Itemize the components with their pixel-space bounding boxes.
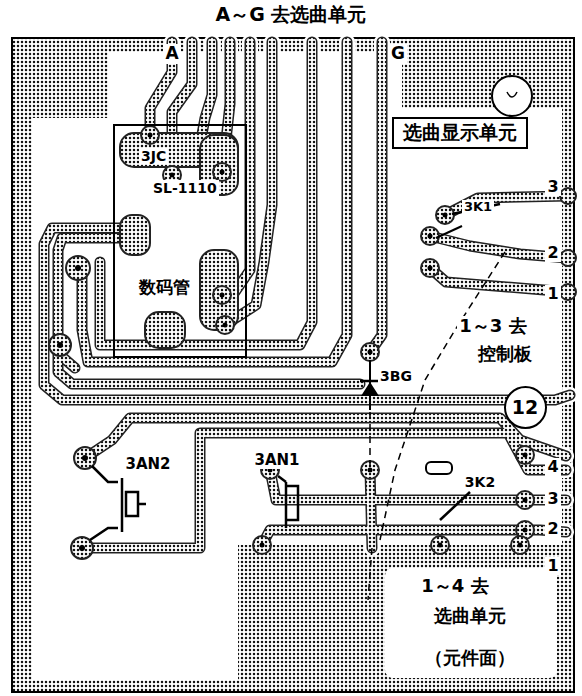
note: 选曲单元: [432, 606, 508, 627]
pin-number: 2: [545, 244, 560, 262]
pin-number: 4: [545, 458, 560, 476]
part-label: 3K2: [463, 474, 497, 490]
pin-label: G: [389, 44, 407, 64]
switch-3k2-body: [426, 462, 452, 474]
mounting-hole: [492, 76, 532, 116]
title: A～G 去选曲单元: [214, 4, 369, 26]
trace-gap: [44, 42, 570, 548]
display-pads: [120, 133, 238, 348]
diode-3bg: [360, 360, 380, 410]
pin-number: 1: [545, 285, 560, 303]
part-name: 数码管: [137, 278, 192, 298]
pin-number: 1: [545, 557, 560, 575]
copper-trace: [44, 42, 570, 548]
pin-number: 2: [545, 520, 560, 538]
part-label: 3K1: [462, 200, 494, 215]
part-label: 3JC: [139, 148, 168, 164]
note: 1～4 去: [419, 576, 490, 597]
note: 控制板: [476, 344, 534, 365]
board-ground: [12, 38, 574, 692]
pushbutton-3an2: [90, 466, 146, 540]
jumper-line: [380, 252, 505, 540]
jumper-line: [368, 412, 372, 600]
callout-circle: 12: [504, 386, 547, 429]
switch-3k2: [440, 492, 470, 520]
switch-3k1-contact: [436, 226, 462, 238]
part-label: SL-1110: [151, 180, 219, 196]
display-module: 3JC SL-1110 数码管: [113, 124, 247, 358]
part-label: 3BG: [378, 368, 414, 384]
part-label: 3AN1: [252, 452, 301, 469]
node-text: 12: [510, 397, 540, 419]
trace-edge: [44, 42, 570, 548]
mounting-mark: [507, 92, 517, 97]
note: 1～3 去: [457, 316, 528, 337]
pin-label: A: [163, 44, 180, 64]
caption: （元件面）: [423, 648, 517, 669]
part-label: 3AN2: [123, 456, 172, 473]
text-clear-area: [385, 568, 557, 678]
pushbutton-3an1: [278, 476, 298, 528]
node-text: 选曲显示单元: [401, 122, 519, 144]
solder-pads: [49, 126, 576, 559]
pin-number: 3: [545, 178, 560, 196]
unit-box: 选曲显示单元: [392, 117, 528, 149]
pin-number: 3: [545, 490, 560, 508]
